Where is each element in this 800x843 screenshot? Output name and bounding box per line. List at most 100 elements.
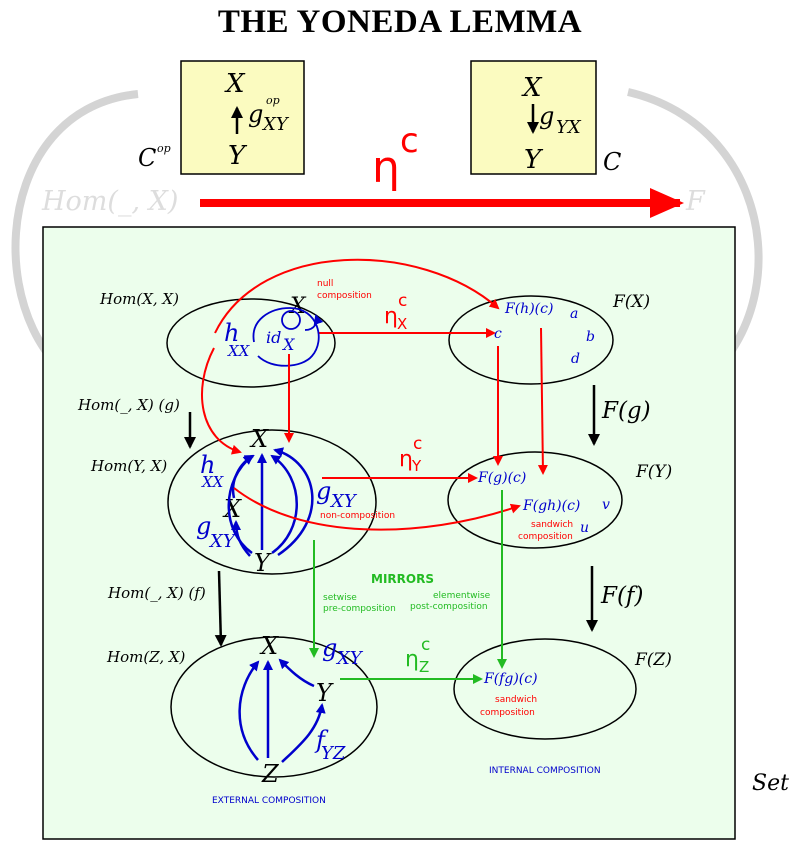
mid-arrow-y-x-right <box>270 454 298 555</box>
bot-z: Z <box>261 760 280 788</box>
eta-y-label: η <box>399 447 413 472</box>
c-box-g-sub: YX <box>556 117 582 138</box>
c-label: C <box>603 148 621 176</box>
label-hom-xx: Hom(X, X) <box>99 290 179 308</box>
sandwich-3: sandwich <box>495 695 537 705</box>
bot-g: g <box>322 634 337 662</box>
top-id-loop <box>281 310 301 330</box>
f-functor: F <box>685 186 706 217</box>
sandwich-2: composition <box>518 532 573 542</box>
eta-y-sup: c <box>413 434 422 454</box>
eta-y-sub: Y <box>411 457 422 475</box>
bot-ffgc: F(fg)(c) <box>483 671 538 687</box>
top-id-arrow-head <box>304 314 324 331</box>
bot-g-sub: XY <box>335 648 364 669</box>
bot-x: X <box>259 632 279 660</box>
eta-x-sub: X <box>397 315 407 333</box>
mid-fgc: F(g)(c) <box>477 470 526 486</box>
cop-box-g-sub: XY <box>261 114 290 135</box>
arrow-sandwich <box>233 487 521 531</box>
mid-arrow-y-xmid <box>231 520 251 557</box>
eta-x-label: η <box>384 304 398 329</box>
c-box-y: Y <box>524 145 544 175</box>
bot-y: Y <box>316 679 334 707</box>
cop-label: C <box>138 144 156 172</box>
elementwise-1: elementwise <box>433 591 491 601</box>
bot-f-sub: YZ <box>321 743 346 764</box>
top-h-sub: XX <box>227 342 251 360</box>
null-comp-1: null <box>317 279 333 289</box>
eta-z-sup: c <box>421 635 430 655</box>
elementwise-2: post-composition <box>410 602 488 612</box>
mid-g-sub: XY <box>208 531 237 552</box>
mid-g2-sub: XY <box>329 491 358 512</box>
arrow-hom-f <box>214 570 227 647</box>
hom-x-functor: Hom(_, X) <box>41 186 178 217</box>
top-x: X <box>288 294 307 319</box>
setwise-2: pre-composition <box>323 604 396 614</box>
eta-z-sub: Z <box>419 658 429 676</box>
set-hom-yx <box>167 429 377 575</box>
mid-h: h <box>200 451 215 479</box>
bot-arrow-y-x <box>278 658 315 688</box>
top-h: h <box>224 319 239 347</box>
label-fy: F(Y) <box>635 462 672 482</box>
label-map-g: Hom(_, X) (g) <box>77 396 180 414</box>
label-fz: F(Z) <box>634 650 672 670</box>
set-label: Set <box>752 771 789 796</box>
cop-box-y: Y <box>228 141 248 171</box>
label-map-f: Hom(_, X) (f) <box>107 584 206 602</box>
arrow-null-composition <box>214 258 500 334</box>
internal-composition: INTERNAL COMPOSITION <box>489 766 601 776</box>
mid-x-mid: X <box>222 495 242 523</box>
cop-box-g-sup: op <box>266 94 280 107</box>
non-comp: non-composition <box>320 511 395 521</box>
top-c: c <box>494 326 502 342</box>
top-fhc: F(h)(c) <box>504 301 553 317</box>
mid-fghc: F(gh)(c) <box>522 498 580 514</box>
cop-label-sup: op <box>157 142 171 155</box>
eta-label: η <box>372 142 400 193</box>
mid-x-top: X <box>249 425 269 453</box>
mid-h-sub: XX <box>201 473 225 491</box>
mid-g2: g <box>316 477 331 505</box>
c-box-x: X <box>521 73 543 103</box>
label-map-fg: F(g) <box>601 398 651 424</box>
mid-g: g <box>196 512 211 540</box>
label-fx: F(X) <box>612 292 650 312</box>
mid-u: u <box>580 520 589 536</box>
bot-arrow-z-y <box>281 703 326 763</box>
label-hom-zx: Hom(Z, X) <box>106 648 186 666</box>
top-id-sub: X <box>281 335 295 354</box>
mirrors: MIRRORS <box>371 572 434 586</box>
cop-box-g: g <box>248 100 263 128</box>
arrow-h-to-x <box>201 347 242 455</box>
null-comp-2: composition <box>317 291 372 301</box>
bot-arrow-z-x-left <box>238 660 260 761</box>
set-fy <box>447 451 623 549</box>
eta-x-sup: c <box>398 291 407 311</box>
c-box-g: g <box>539 102 554 130</box>
set-fz <box>453 638 637 740</box>
set-panel <box>42 226 736 840</box>
cop-box-x: X <box>224 69 246 99</box>
set-fx <box>448 295 614 385</box>
mid-v: v <box>602 497 610 513</box>
set-hom-xx <box>166 298 336 388</box>
mid-arrow-x-x <box>231 454 255 499</box>
sandwich-1: sandwich <box>531 520 573 530</box>
top-id-arrow <box>252 307 320 367</box>
set-hom-zx <box>170 636 378 778</box>
top-b: b <box>586 329 595 345</box>
page-title: THE YONEDA LEMMA <box>217 4 583 40</box>
top-d: d <box>571 351 580 367</box>
eta-z-label: η <box>405 647 419 672</box>
top-id: id <box>266 328 281 347</box>
external-composition: EXTERNAL COMPOSITION <box>212 796 326 806</box>
label-hom-yx: Hom(Y, X) <box>90 457 167 475</box>
arrow-fhc-to-fghc <box>537 327 548 475</box>
sandwich-4: composition <box>480 708 535 718</box>
eta-sup: c <box>400 121 419 161</box>
mid-y: Y <box>254 549 272 577</box>
